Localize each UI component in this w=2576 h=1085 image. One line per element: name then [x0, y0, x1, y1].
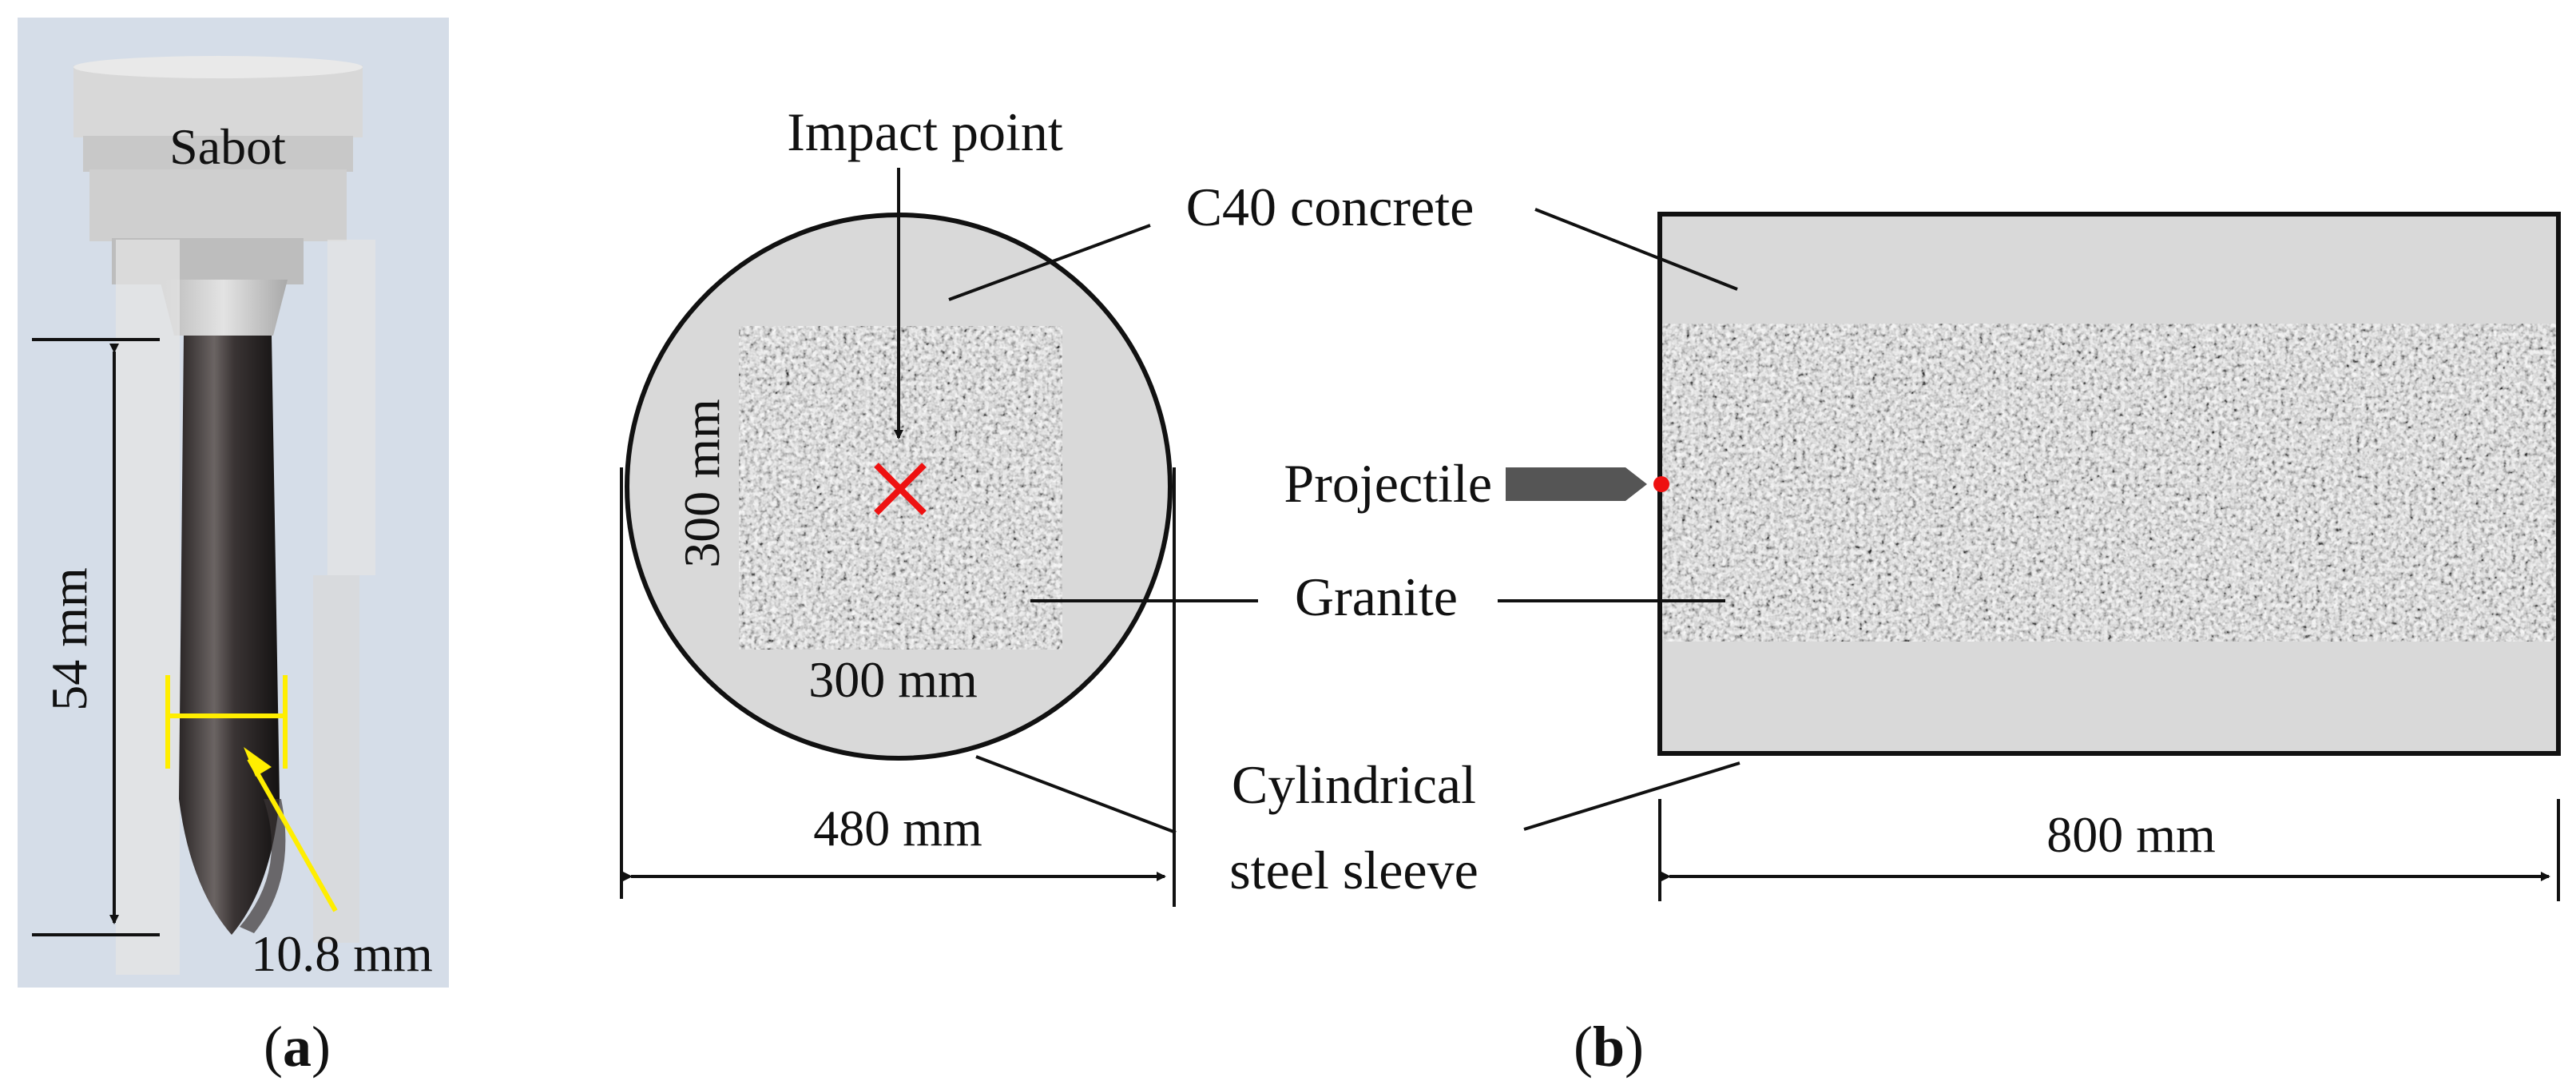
panel-a: Sabot 54 mm 10.8 mm (a): [18, 18, 449, 1079]
sleeve-label-line2: steel sleeve: [1229, 840, 1479, 900]
caption-b: (b): [1574, 1015, 1644, 1079]
diameter-pointer-head: [244, 747, 272, 777]
length-label: 54 mm: [41, 567, 97, 711]
granite-layer: [1662, 324, 2556, 642]
panel-b: Impact point 300 mm 300 mm 480 mm Projec…: [620, 101, 2561, 1079]
diameter-480-label: 480 mm: [813, 800, 982, 856]
contact-point-marker: [1653, 476, 1669, 492]
sabot-label: Sabot: [169, 118, 286, 175]
caption-a: (a): [264, 1015, 331, 1079]
diameter-label: 10.8 mm: [251, 925, 433, 982]
square-height-label: 300 mm: [673, 399, 730, 568]
projectile-rod: [179, 336, 280, 935]
length-800-label: 800 mm: [2046, 806, 2216, 863]
concrete-leader-circle: [948, 224, 1151, 301]
square-width-label: 300 mm: [808, 651, 978, 708]
projectile-icon: [1506, 467, 1647, 501]
projectile-rod-shadow: [240, 799, 286, 933]
impact-marker-icon: [874, 463, 927, 515]
concrete-leader-block: [1534, 208, 1738, 291]
sabot-image: [73, 56, 375, 975]
projectile-label: Projectile: [1284, 453, 1492, 514]
granite-label: Granite: [1295, 566, 1458, 627]
sleeve-label-line1: Cylindrical: [1232, 754, 1476, 815]
impact-point-label: Impact point: [787, 101, 1063, 162]
sleeve-leader-circle: [975, 755, 1177, 834]
sleeve-leader-block: [1523, 761, 1740, 831]
concrete-label: C40 concrete: [1186, 177, 1475, 237]
diameter-pointer-line: [247, 757, 338, 912]
